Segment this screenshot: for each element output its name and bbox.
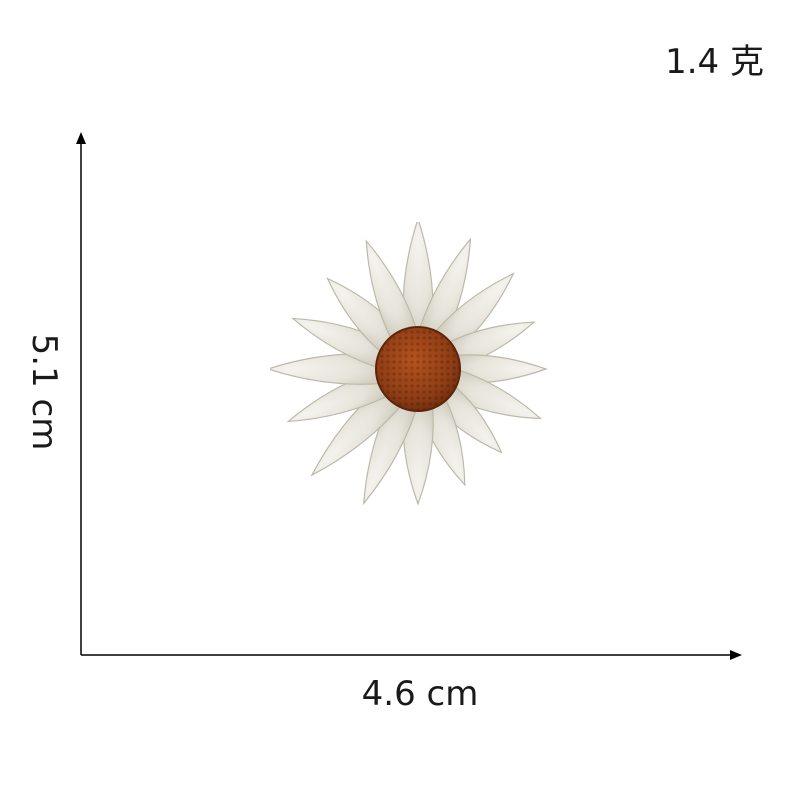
horizontal-axis-arrowhead — [730, 650, 742, 660]
flower-center-texture — [377, 328, 459, 410]
petal — [365, 239, 420, 347]
width-dimension-label: 4.6 cm — [361, 674, 479, 714]
vertical-axis-arrowhead — [76, 132, 86, 144]
weight-label: 1.4 克 — [665, 42, 764, 82]
petal-ring-back — [270, 222, 548, 506]
daisy-patch-icon — [270, 222, 548, 506]
